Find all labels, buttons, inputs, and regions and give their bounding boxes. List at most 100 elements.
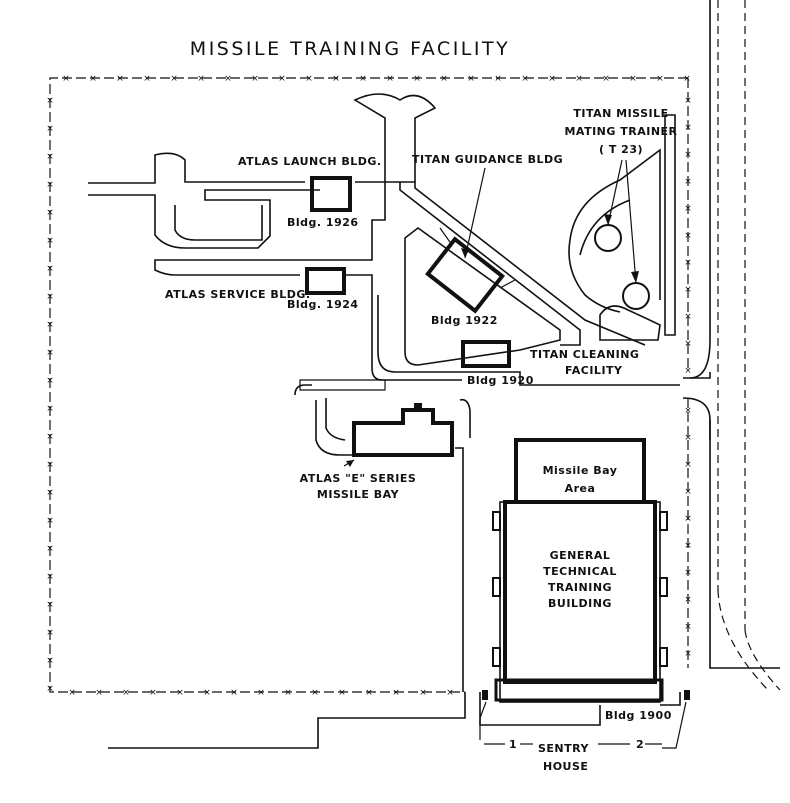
fence-x-mark: × (575, 74, 583, 84)
fence-x-mark: × (494, 74, 502, 84)
gttb-label-4: BUILDING (548, 597, 612, 610)
fence-x-mark: × (684, 541, 692, 551)
fence-x-mark: × (684, 568, 692, 578)
atlas-service-building (305, 267, 346, 295)
fence-x-mark: × (602, 74, 610, 84)
fence-x-mark: × (684, 595, 692, 605)
fence-x-mark: × (46, 152, 54, 162)
bldg-1922-label: Bldg 1922 (431, 314, 498, 327)
road-network (88, 93, 681, 749)
fence-x-mark: × (684, 231, 692, 241)
fence-x-mark: × (203, 688, 211, 698)
fence-x-mark: × (684, 487, 692, 497)
fence-x-mark: × (684, 96, 692, 106)
fence-x-mark: × (46, 516, 54, 526)
fence-x-mark: × (446, 688, 454, 698)
buildings (305, 176, 690, 703)
mating-trainer-circle-2 (622, 282, 650, 310)
missile-bay-label-1: Missile Bay (543, 464, 618, 477)
fence-x-mark: × (684, 622, 692, 632)
fence-x-mark: × (440, 74, 448, 84)
perimeter-fence: × × × × × × × × × × × × × × × × × × × × × × × × × × × × × × × × × × × × × × × ×… (46, 74, 692, 698)
fence-x-mark: × (311, 688, 319, 698)
leader-lines (343, 159, 687, 749)
fence-x-mark: × (62, 74, 70, 84)
titan-cleaning-building (461, 340, 511, 368)
fence-x-mark: × (683, 74, 691, 84)
fence-x-mark: × (684, 649, 692, 659)
fence-x-mark: × (46, 124, 54, 134)
fence-x-mark: × (46, 460, 54, 470)
fence-x-mark: × (46, 208, 54, 218)
fence-x-mark: × (149, 688, 157, 698)
bldg-1924-label: Bldg. 1924 (287, 298, 359, 311)
fence-x-mark: × (365, 688, 373, 698)
sentry-label-2: HOUSE (543, 760, 588, 773)
gttb-label-1: GENERAL (550, 549, 611, 562)
fence-x-mark: × (684, 339, 692, 349)
fence-x-mark: × (46, 348, 54, 358)
titan-guidance-building (425, 236, 505, 314)
fence-x-mark: × (46, 320, 54, 330)
fence-x-mark: × (305, 74, 313, 84)
fence-x-mark: × (89, 74, 97, 84)
atlas-e-label-1: ATLAS "E" SERIES (300, 472, 417, 485)
fence-x-mark: × (251, 74, 259, 84)
fence-x-mark: × (684, 204, 692, 214)
fence-x-mark: × (684, 258, 692, 268)
fence-x-mark: × (197, 74, 205, 84)
fence-x-mark: × (46, 572, 54, 582)
sentry-number-2: 2 (636, 738, 644, 751)
fence-x-mark: × (46, 236, 54, 246)
fence-x-mark: × (656, 74, 664, 84)
fence-x-mark: × (68, 688, 76, 698)
fence-x-mark: × (684, 366, 692, 376)
fence-x-mark: × (46, 292, 54, 302)
bldg-1920-label: Bldg 1920 (467, 374, 534, 387)
fence-x-mark: × (46, 376, 54, 386)
gttb-label-3: TRAINING (548, 581, 612, 594)
atlas-e-missile-bay (352, 403, 454, 457)
fence-x-mark: × (684, 406, 692, 416)
gttb-label-2: TECHNICAL (543, 565, 617, 578)
fence-x-mark: × (95, 688, 103, 698)
fence-x-mark: × (548, 74, 556, 84)
atlas-e-label-2: MISSILE BAY (317, 488, 400, 501)
fence-x-mark: × (46, 180, 54, 190)
fence-x-mark: × (143, 74, 151, 84)
fence-x-mark: × (116, 74, 124, 84)
fence-x-mark: × (684, 123, 692, 133)
sentry-label-1: SENTRY (538, 742, 590, 755)
titan-mating-label-2: MATING TRAINER (564, 125, 677, 138)
mating-trainer-circle-1 (594, 224, 622, 252)
map-title: MISSILE TRAINING FACILITY (190, 38, 510, 60)
fence-x-mark: × (170, 74, 178, 84)
street-right (717, 0, 781, 691)
fence-x-mark: × (684, 150, 692, 160)
fence-x-mark: × (467, 74, 475, 84)
right-road (664, 0, 780, 669)
fence-x-mark: × (46, 628, 54, 638)
labels: ATLAS LAUNCH BLDG. Bldg. 1926 TITAN GUID… (165, 107, 677, 773)
fence-x-mark: × (684, 285, 692, 295)
fence-x-mark: × (278, 74, 286, 84)
titan-mating-label-1: TITAN MISSILE (573, 107, 668, 120)
bldg-1900-label: Bldg 1900 (605, 709, 672, 722)
atlas-launch-building (310, 176, 352, 212)
sentry-house-1 (482, 690, 488, 700)
sentry-house-2 (684, 690, 690, 700)
fence-x-mark: × (46, 544, 54, 554)
fence-x-mark: × (684, 433, 692, 443)
fence-x-mark: × (338, 688, 346, 698)
fence-x-mark: × (46, 600, 54, 610)
titan-cleaning-label-2: FACILITY (565, 364, 623, 377)
fence-x-mark: × (413, 74, 421, 84)
fence-x-mark: × (46, 404, 54, 414)
missile-bay-label-2: Area (565, 482, 596, 495)
fence-x-mark: × (684, 312, 692, 322)
sentry-number-1: 1 (509, 738, 517, 751)
fence-x-mark: × (224, 74, 232, 84)
fence-x-mark: × (46, 96, 54, 106)
fence-x-mark: × (46, 684, 54, 694)
